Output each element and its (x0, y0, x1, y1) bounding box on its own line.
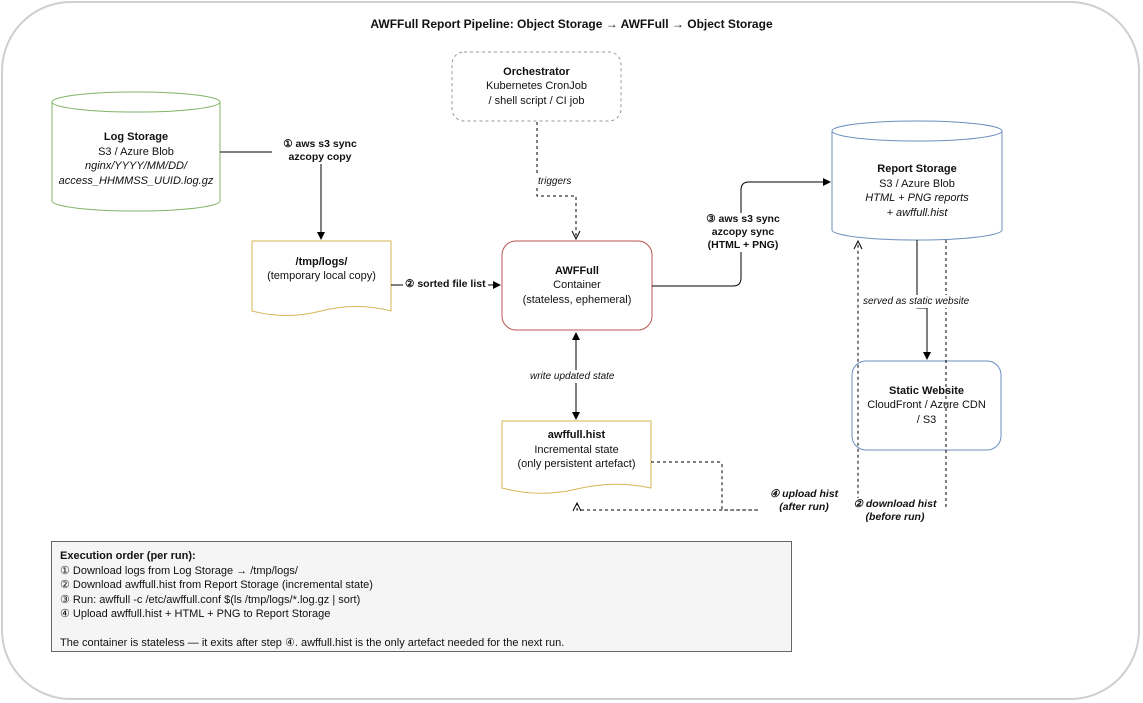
download-logs-line2: azcopy copy (288, 151, 352, 163)
report-storage-node: Report Storage S3 / Azure Blob HTML + PN… (832, 158, 1002, 224)
static-website-title: Static Website (889, 384, 964, 397)
awffull-line2: (stateless, ephemeral) (522, 293, 632, 306)
report-storage-line3: + awffull.hist (886, 206, 948, 219)
legend-spacer (60, 622, 783, 636)
tmp-logs-shape (251, 240, 392, 316)
awffull-node: AWFFull Container (stateless, ephemeral) (502, 241, 652, 330)
legend-step-2: ② Download awffull.hist from Report Stor… (60, 579, 373, 591)
edge-download-logs (220, 151, 325, 240)
awffull-line1: Container (553, 279, 601, 292)
static-website-line2: / S3 (916, 413, 937, 426)
tmp-logs-node: /tmp/logs/ (temporary local copy) (252, 253, 391, 285)
awffull-title: AWFFull (555, 264, 599, 277)
legend-step-3: ③ Run: awffull -c /etc/awffull.conf $(ls… (60, 593, 361, 606)
orchestrator-title: Orchestrator (503, 65, 570, 78)
edge-label-sorted-list: ② sorted file list (403, 278, 488, 291)
edge-label-download-hist: ② download hist (before run) (846, 498, 944, 524)
orchestrator-shape (451, 51, 622, 122)
execution-order-legend: Execution order (per run): ① Download lo… (51, 541, 792, 652)
edge-label-write-state: write updated state (528, 370, 617, 383)
hist-line1: Incremental state (534, 443, 619, 456)
static-website-node: Static Website CloudFront / Azure CDN / … (852, 361, 1001, 450)
static-website-line1: CloudFront / Azure CDN (867, 399, 986, 412)
download-hist-line1: ② download hist (853, 498, 937, 510)
upload-reports-line1: ③ aws s3 sync (706, 213, 780, 225)
tmp-logs-line1: (temporary local copy) (267, 270, 376, 282)
log-storage-node: Log Storage S3 / Azure Blob nginx/YYYY/M… (52, 128, 220, 190)
orchestrator-node: Orchestrator Kubernetes CronJob / shell … (452, 52, 621, 121)
tmp-logs-title: /tmp/logs/ (295, 255, 348, 268)
log-storage-path: nginx/YYYY/MM/DD/ (84, 160, 188, 172)
edge-upload-hist (651, 241, 858, 511)
hist-line2: (only persistent artefact) (517, 458, 636, 471)
edge-served (916, 240, 931, 360)
upload-reports-line3: (HTML + PNG) (707, 239, 779, 251)
orchestrator-line1: Kubernetes CronJob (486, 80, 587, 93)
legend-note: The container is stateless — it exits af… (60, 636, 565, 649)
report-storage-line1: S3 / Azure Blob (879, 177, 955, 190)
log-storage-file: access_HHMMSS_UUID.log.gz (58, 174, 214, 187)
upload-hist-line2: (after run) (779, 501, 829, 513)
hist-shape (501, 420, 652, 494)
edge-label-upload-reports: ③ aws s3 sync azcopy sync (HTML + PNG) (694, 213, 792, 252)
legend-heading: Execution order (per run): (60, 550, 196, 562)
edge-label-download-logs: ① aws s3 sync azcopy copy (272, 138, 368, 164)
report-storage-shape (831, 120, 1003, 241)
edge-label-upload-hist: ④ upload hist (after run) (758, 488, 850, 514)
edge-label-served: served as static website (861, 295, 972, 308)
edge-triggers (536, 122, 576, 239)
log-storage-shape (51, 91, 221, 212)
hist-node: awffull.hist Incremental state (only per… (502, 427, 651, 473)
legend-step-1: ① Download logs from Log Storage → /tmp/… (60, 564, 298, 577)
orchestrator-line2: / shell script / CI job (488, 94, 585, 107)
report-storage-line2: HTML + PNG reports (865, 192, 969, 204)
download-logs-line1: ① aws s3 sync (283, 138, 357, 150)
upload-hist-line1: ④ upload hist (769, 488, 839, 500)
edge-label-triggers: triggers (536, 175, 574, 188)
diagram-title: AWFFull Report Pipeline: Object Storage … (370, 17, 773, 31)
download-hist-line2: (before run) (865, 511, 925, 523)
hist-title: awffull.hist (547, 429, 606, 442)
legend-step-4: ④ Upload awffull.hist + HTML + PNG to Re… (60, 608, 331, 620)
log-storage-line1: S3 / Azure Blob (98, 145, 174, 158)
log-storage-title: Log Storage (103, 131, 169, 143)
report-storage-title: Report Storage (877, 163, 957, 175)
upload-reports-line2: azcopy sync (711, 226, 775, 238)
static-website-shape (851, 360, 1002, 451)
